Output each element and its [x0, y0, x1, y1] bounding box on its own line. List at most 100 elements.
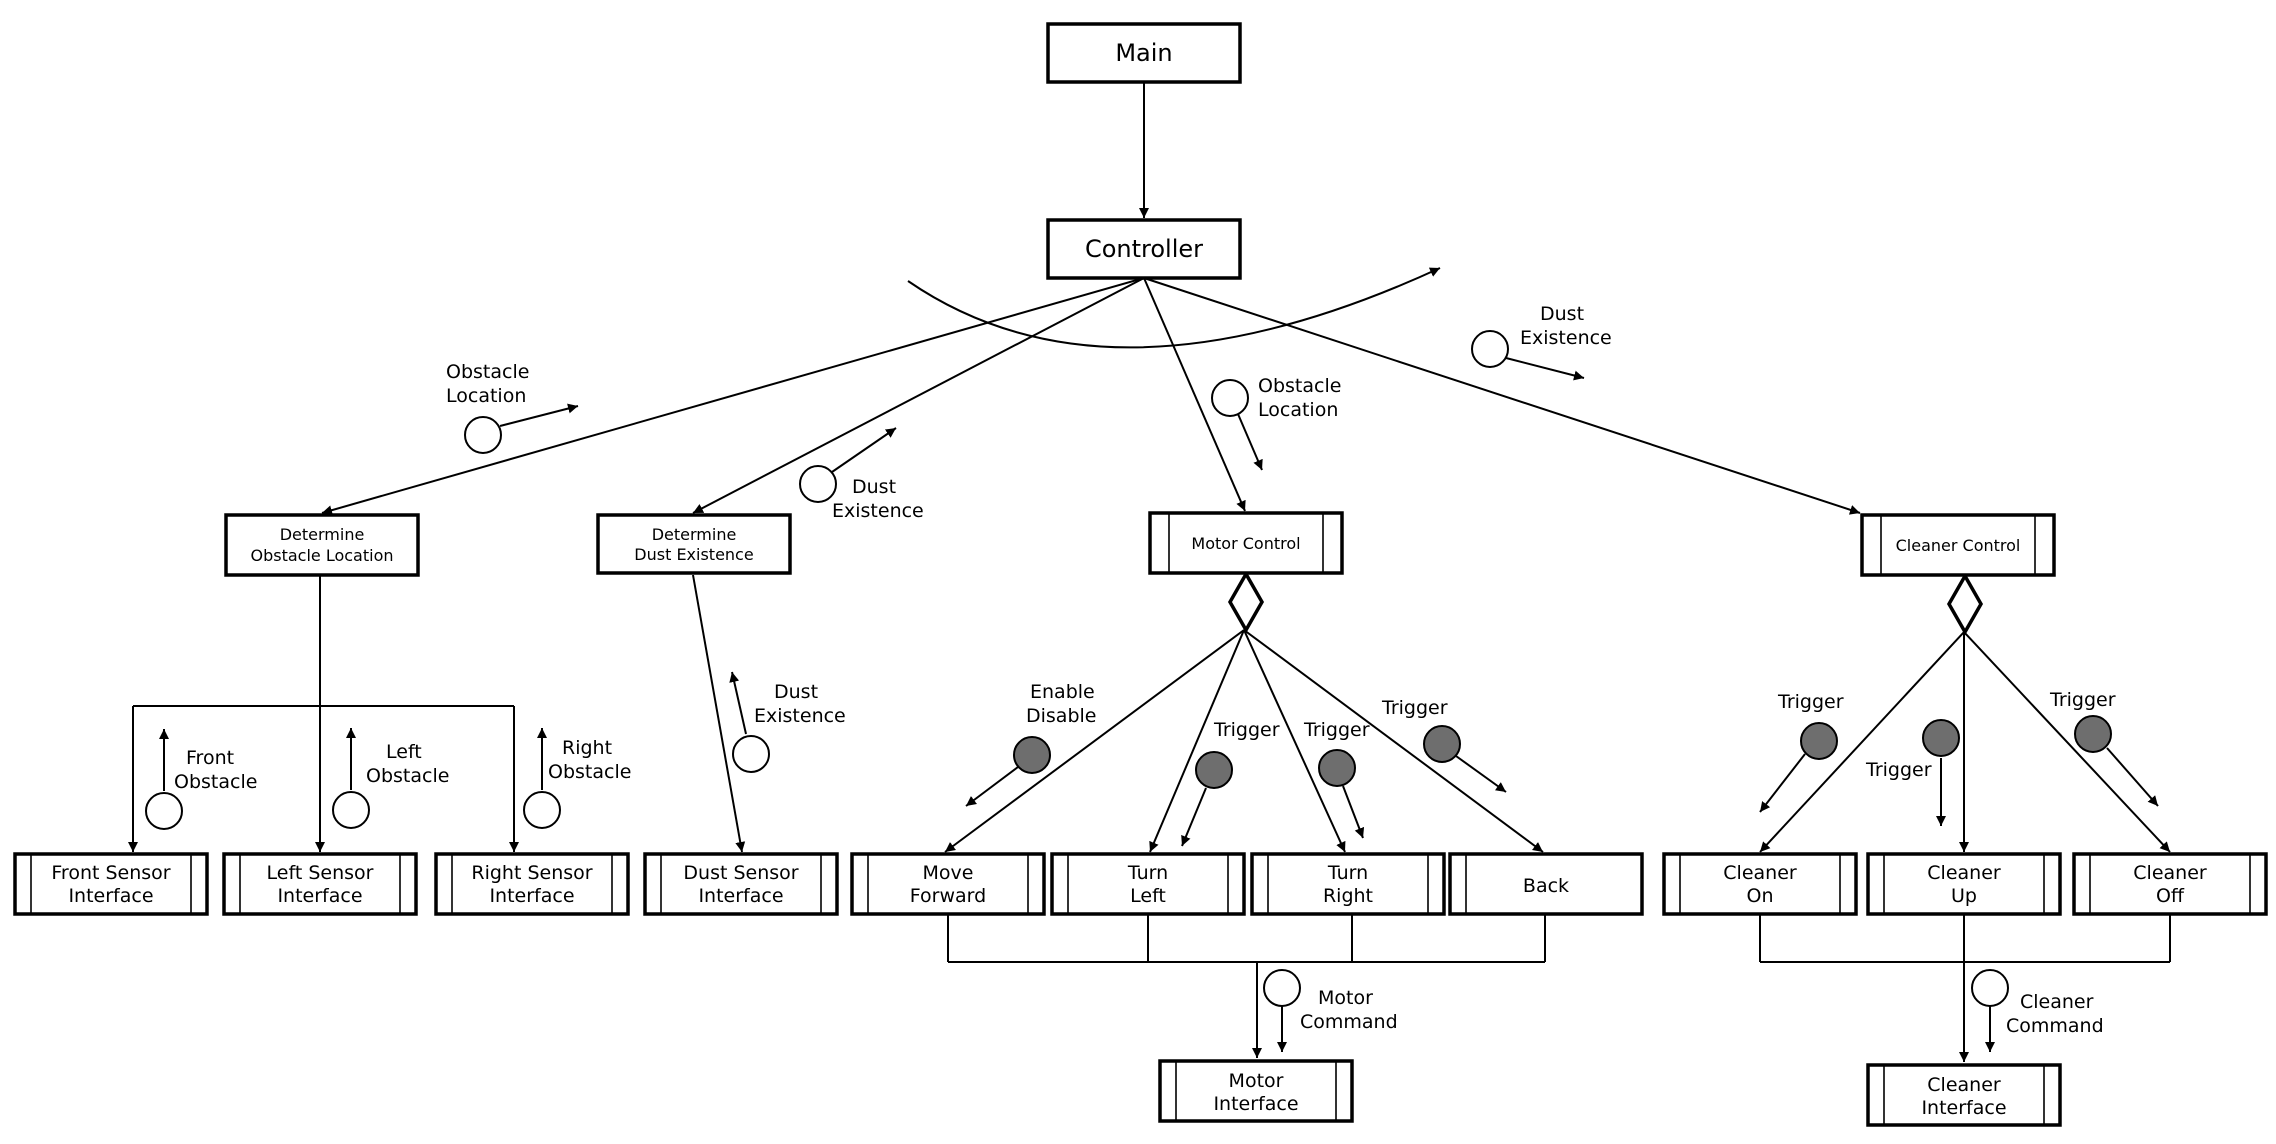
svg-text:Enable: Enable — [1030, 681, 1095, 703]
determine-obstacle-module: Determine Obstacle Location — [224, 513, 420, 577]
svg-text:Right: Right — [562, 737, 612, 759]
svg-text:Command: Command — [1300, 1011, 1398, 1033]
svg-text:Obstacle: Obstacle — [446, 361, 529, 383]
svg-text:Interface: Interface — [698, 885, 783, 907]
svg-text:Dust Sensor: Dust Sensor — [683, 862, 798, 884]
turn-right-module: Turn Right — [1250, 852, 1446, 916]
svg-text:Controller: Controller — [1085, 235, 1203, 263]
main-module: Main — [1046, 22, 1242, 84]
svg-text:Trigger: Trigger — [2049, 689, 2116, 711]
svg-text:Trigger: Trigger — [1303, 719, 1370, 741]
svg-text:Left: Left — [386, 741, 422, 763]
svg-text:Existence: Existence — [1520, 327, 1612, 349]
svg-text:Forward: Forward — [910, 885, 986, 907]
connections — [128, 82, 2171, 1062]
svg-text:Cleaner: Cleaner — [2133, 862, 2207, 884]
couple-front-obstacle: Front Obstacle — [145, 729, 257, 830]
svg-text:Dust: Dust — [1540, 303, 1584, 325]
controller-module: Controller — [1046, 218, 1242, 280]
front-sensor-interface: Front Sensor Interface — [13, 852, 209, 916]
move-forward-module: Move Forward — [850, 852, 1046, 916]
motor-interface: Motor Interface — [1158, 1059, 1354, 1123]
svg-text:Existence: Existence — [832, 500, 924, 522]
motor-control-module: Motor Control — [1148, 511, 1344, 575]
svg-text:Interface: Interface — [277, 885, 362, 907]
svg-text:Turn: Turn — [1327, 862, 1368, 884]
svg-text:Trigger: Trigger — [1213, 719, 1280, 741]
svg-text:Obstacle: Obstacle — [366, 765, 449, 787]
svg-text:Motor: Motor — [1229, 1070, 1284, 1092]
svg-text:Motor: Motor — [1318, 987, 1373, 1009]
svg-text:Dust: Dust — [774, 681, 818, 703]
svg-text:Obstacle: Obstacle — [548, 761, 631, 783]
cleaner-control-module: Cleaner Control — [1860, 513, 2056, 577]
svg-text:Motor Control: Motor Control — [1191, 534, 1300, 553]
svg-text:Location: Location — [1258, 399, 1338, 421]
couple-left-obstacle: Left Obstacle — [332, 728, 449, 829]
svg-text:Cleaner: Cleaner — [2020, 991, 2094, 1013]
svg-text:Front Sensor: Front Sensor — [51, 862, 170, 884]
dust-sensor-interface: Dust Sensor Interface — [643, 852, 839, 916]
couple-right-obstacle: Right Obstacle — [523, 728, 631, 829]
motor-selection-diamond — [1227, 570, 1265, 634]
svg-text:Determine: Determine — [280, 525, 365, 544]
svg-text:Right: Right — [1323, 885, 1373, 907]
svg-text:Interface: Interface — [489, 885, 574, 907]
cleaner-selection-diamond — [1946, 572, 1984, 636]
svg-text:Obstacle: Obstacle — [1258, 375, 1341, 397]
svg-text:Right Sensor: Right Sensor — [471, 862, 592, 884]
cleaner-off-module: Cleaner Off — [2072, 852, 2268, 916]
flag-trigger-cleaner-up: Trigger — [1865, 719, 1960, 826]
cleaner-up-module: Cleaner Up — [1866, 852, 2062, 916]
flag-trigger-back: Trigger — [1381, 697, 1507, 793]
determine-dust-module: Determine Dust Existence — [596, 513, 792, 575]
svg-text:Existence: Existence — [754, 705, 846, 727]
right-sensor-interface: Right Sensor Interface — [434, 852, 630, 916]
svg-text:Trigger: Trigger — [1381, 697, 1448, 719]
svg-text:Turn: Turn — [1127, 862, 1168, 884]
svg-text:Move: Move — [923, 862, 974, 884]
svg-text:Off: Off — [2156, 885, 2185, 907]
svg-text:Interface: Interface — [1921, 1097, 2006, 1119]
svg-text:Front: Front — [186, 747, 234, 769]
svg-text:Left: Left — [1130, 885, 1166, 907]
svg-text:Dust Existence: Dust Existence — [634, 545, 753, 564]
svg-text:Left Sensor: Left Sensor — [267, 862, 374, 884]
svg-text:Determine: Determine — [652, 525, 737, 544]
flag-trigger-turn-left: Trigger — [1181, 719, 1280, 847]
couple-obstacle-location-mid: Obstacle Location — [1211, 375, 1341, 471]
cleaner-on-module: Cleaner On — [1662, 852, 1858, 916]
cleaner-interface: Cleaner Interface — [1866, 1063, 2062, 1127]
svg-text:Disable: Disable — [1026, 705, 1096, 727]
flag-trigger-turn-right: Trigger — [1303, 719, 1370, 839]
svg-text:Cleaner: Cleaner — [1723, 862, 1797, 884]
couple-dust-existence-right: Dust Existence — [1471, 303, 1612, 381]
svg-text:Up: Up — [1951, 885, 1977, 907]
couple-motor-command: Motor Command — [1263, 969, 1398, 1052]
svg-text:Cleaner Control: Cleaner Control — [1896, 536, 2021, 555]
svg-text:Cleaner: Cleaner — [1927, 1074, 2001, 1096]
couple-obstacle-location-left: Obstacle Location — [446, 361, 579, 454]
couple-cleaner-command: Cleaner Command — [1971, 969, 2104, 1052]
turn-left-module: Turn Left — [1050, 852, 1246, 916]
svg-text:Command: Command — [2006, 1015, 2104, 1037]
svg-text:Obstacle: Obstacle — [174, 771, 257, 793]
svg-text:Dust: Dust — [852, 476, 896, 498]
flag-trigger-cleaner-off: Trigger — [2049, 689, 2159, 807]
svg-text:Obstacle Location: Obstacle Location — [250, 546, 393, 565]
svg-text:Interface: Interface — [68, 885, 153, 907]
svg-text:Location: Location — [446, 385, 526, 407]
svg-text:Main: Main — [1115, 39, 1172, 67]
svg-text:Trigger: Trigger — [1865, 759, 1932, 781]
svg-text:On: On — [1747, 885, 1774, 907]
svg-text:Back: Back — [1523, 875, 1569, 897]
flag-enable-disable: Enable Disable — [965, 681, 1096, 807]
svg-text:Cleaner: Cleaner — [1927, 862, 2001, 884]
couple-dust-existence-low: Dust Existence — [729, 671, 846, 773]
svg-text:Trigger: Trigger — [1777, 691, 1844, 713]
svg-text:Interface: Interface — [1213, 1093, 1298, 1115]
back-module: Back — [1448, 852, 1644, 916]
flag-trigger-cleaner-on: Trigger — [1759, 691, 1844, 813]
left-sensor-interface: Left Sensor Interface — [222, 852, 418, 916]
